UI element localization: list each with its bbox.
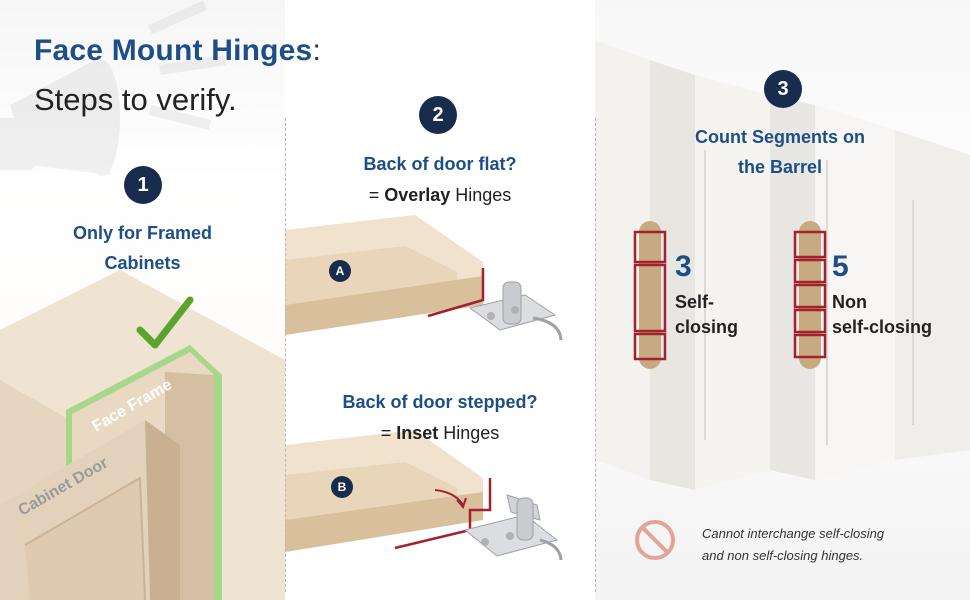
overlay-hinge-illustration <box>468 281 563 341</box>
step2-illustration <box>285 215 563 561</box>
step-2a-question: Back of door flat? <box>363 154 517 174</box>
title-colon: : <box>312 34 321 67</box>
badge-a: A <box>329 260 351 282</box>
panel-step-3 <box>595 0 970 600</box>
checkmark-icon <box>136 296 194 349</box>
panel-step-2 <box>285 0 595 600</box>
divider-2 <box>595 118 596 592</box>
step-1-number: 1 <box>124 166 162 204</box>
step-2a-answer: = Overlay Hinges <box>368 185 512 205</box>
self-closing-label: Self-closing <box>675 292 739 337</box>
step3-illustration <box>595 40 970 560</box>
divider-1 <box>285 118 286 592</box>
step1-illustration: Face Frame Cabinet Door <box>0 0 285 600</box>
step-3-number: 3 <box>764 70 802 108</box>
barrel-3-segments <box>633 221 667 369</box>
step-2b-question: Back of door stepped? <box>342 392 538 412</box>
step-2-number: 2 <box>419 96 457 134</box>
step-2b-answer: = Inset Hinges <box>380 423 500 443</box>
door-a-illustration <box>285 215 485 335</box>
step-3-heading: Count Segments on the Barrel <box>695 127 865 177</box>
barrel-5-segments <box>793 221 827 369</box>
megaphone-icon <box>0 0 226 176</box>
segment-count-5: 5 <box>832 250 849 283</box>
segment-count-3: 3 <box>675 250 692 283</box>
panel-step-1: Face Frame Cabinet Door <box>0 0 285 600</box>
step-1-heading: Only for Framed Cabinets <box>72 223 213 273</box>
prohibited-icon <box>635 520 675 560</box>
badge-b: B <box>331 476 353 498</box>
page-subtitle: Steps to verify. <box>34 82 237 117</box>
page-title: Face Mount Hinges: <box>34 34 321 67</box>
door-b-illustration <box>285 430 492 552</box>
inset-hinge-illustration <box>463 494 563 561</box>
